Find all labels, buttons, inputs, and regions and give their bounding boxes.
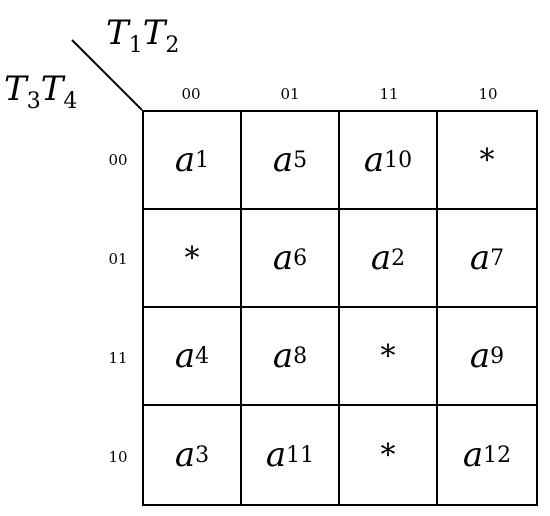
dont-care-mark: *: [380, 338, 396, 374]
row-var-2: T: [40, 69, 64, 109]
row-header: 00: [108, 151, 128, 169]
col-var-1-sub: 1: [128, 33, 143, 58]
column-header: 11: [379, 85, 399, 103]
cell-subscript: 4: [195, 343, 210, 369]
cell-subscript: 6: [293, 245, 308, 271]
cell-variable: a: [272, 238, 294, 278]
diagonal-separator: [71, 39, 143, 111]
cell-variable: a: [469, 336, 491, 376]
cell-variable: a: [265, 435, 287, 475]
col-var-2: T: [142, 13, 166, 53]
cell-subscript: 11: [286, 442, 315, 468]
map-cell: *: [144, 210, 242, 308]
cell-subscript: 2: [391, 245, 406, 271]
cell-variable: a: [462, 435, 484, 475]
map-cell: *: [340, 406, 438, 504]
col-var-1: T: [106, 13, 129, 53]
column-header: 10: [478, 85, 498, 103]
cell-subscript: 3: [195, 442, 210, 468]
cell-subscript: 12: [483, 442, 512, 468]
column-header: 00: [181, 85, 201, 103]
row-var-2-sub: 4: [63, 89, 78, 114]
row-header: 11: [108, 349, 128, 367]
map-cell: *: [340, 308, 438, 406]
cell-variable: a: [469, 238, 491, 278]
cell-subscript: 10: [384, 147, 413, 173]
cell-variable: a: [363, 140, 385, 180]
cell-variable: a: [272, 140, 294, 180]
row-header: 10: [108, 448, 128, 466]
column-variables-label: T1T2: [106, 16, 179, 57]
cell-subscript: 9: [490, 343, 505, 369]
cell-subscript: 5: [293, 147, 308, 173]
cell-variable: a: [174, 336, 196, 376]
map-cell: *: [438, 112, 536, 210]
row-variables-label: T3T4: [4, 72, 77, 113]
col-var-2-sub: 2: [165, 33, 180, 58]
cell-subscript: 1: [195, 147, 210, 173]
column-header: 01: [280, 85, 300, 103]
cell-variable: a: [174, 435, 196, 475]
cell-variable: a: [370, 238, 392, 278]
row-var-1: T: [4, 69, 27, 109]
cell-subscript: 8: [293, 343, 308, 369]
cell-variable: a: [174, 140, 196, 180]
row-header: 01: [108, 250, 128, 268]
dont-care-mark: *: [184, 240, 200, 276]
dont-care-mark: *: [479, 142, 495, 178]
cell-subscript: 7: [490, 245, 505, 271]
dont-care-mark: *: [380, 437, 396, 473]
cell-variable: a: [272, 336, 294, 376]
row-var-1-sub: 3: [26, 89, 41, 114]
